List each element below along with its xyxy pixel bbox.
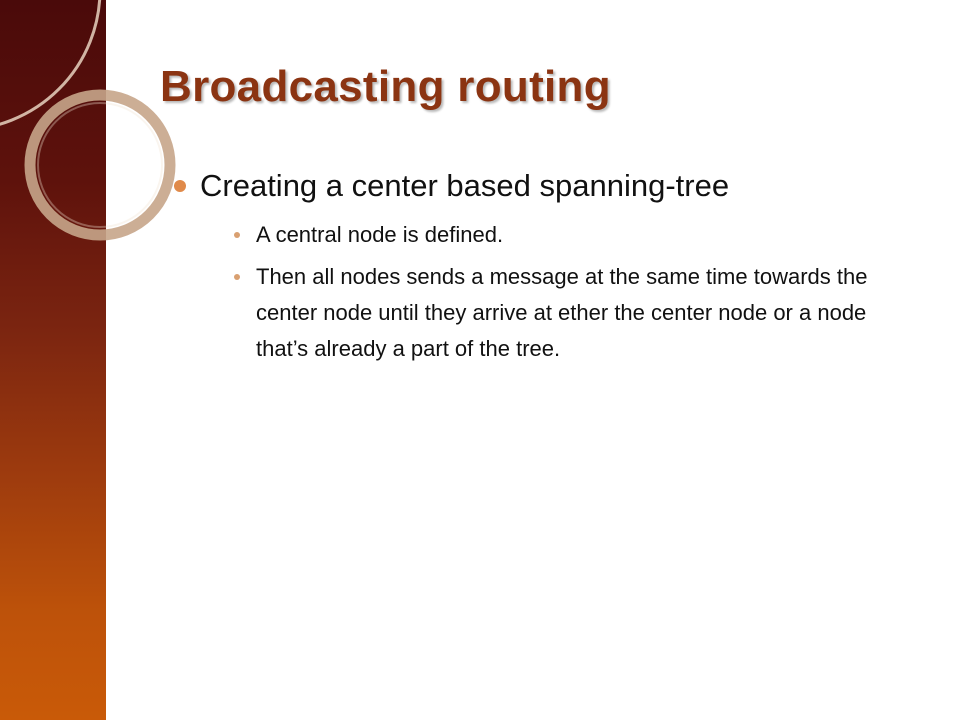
sub-bullet-text: A central node is defined. bbox=[256, 222, 504, 247]
decorative-rings bbox=[0, 0, 176, 241]
bullet-dot-icon bbox=[174, 180, 186, 192]
sub-bullet-text: Then all nodes sends a message at the sa… bbox=[256, 264, 868, 361]
small-ring-inner bbox=[37, 102, 163, 228]
sub-bullet-list: A central node is defined. Then all node… bbox=[234, 217, 912, 367]
sub-bullet-dot-icon bbox=[234, 274, 240, 280]
sub-bullet-dot-icon bbox=[234, 232, 240, 238]
slide-content: Creating a center based spanning-tree A … bbox=[172, 165, 912, 373]
sub-bullet-item: Then all nodes sends a message at the sa… bbox=[234, 259, 912, 367]
sub-bullet-item: A central node is defined. bbox=[234, 217, 912, 253]
bullet-text: Creating a center based spanning-tree bbox=[200, 168, 730, 203]
small-ring bbox=[24, 89, 176, 241]
bullet-item: Creating a center based spanning-tree bbox=[172, 165, 912, 207]
slide-title: Broadcasting routing bbox=[160, 62, 611, 111]
